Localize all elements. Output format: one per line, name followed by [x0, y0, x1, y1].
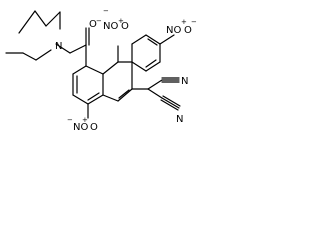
nitro-right-o2-label: O — [184, 25, 192, 36]
nitro-right-bond — [159, 34, 175, 45]
amide-oxygen-label: O — [89, 19, 97, 30]
nitro-bottom-o2-label: O — [90, 122, 98, 133]
butyl-chain-upper — [18, 10, 61, 34]
amide-oxygen-charge: − — [96, 17, 102, 25]
nitro-top-o2-label: O — [121, 21, 129, 32]
nitro-top-charge-o: − — [103, 7, 109, 15]
nitro-right-charge-o: − — [191, 18, 197, 26]
amide-nitrogen-label: N — [55, 41, 62, 52]
nitro-right-charge-n: + — [181, 18, 187, 26]
nitro-bottom-charge-o: − — [67, 116, 73, 124]
nitro-bottom-label: NO — [73, 122, 88, 133]
nitro-bottom-charge-n: + — [82, 116, 88, 124]
aromatic-ring-left — [72, 44, 104, 105]
dicyanomethylene-group — [131, 77, 181, 111]
chemical-structure-diagram: N O − NO O − + NO O − + NO O − + N N — [5, 7, 197, 133]
aromatic-ring-right — [131, 34, 161, 72]
cyano-top-nitrogen-label: N — [181, 76, 188, 87]
nitro-right-label: NO — [166, 25, 181, 36]
amide-group — [55, 27, 90, 54]
cyano-bottom-nitrogen-label: N — [176, 114, 183, 125]
five-member-ring — [102, 61, 133, 102]
nitro-top-charge-n: + — [118, 17, 124, 25]
nitro-top-label: NO — [103, 21, 118, 32]
butyl-chain-lower — [5, 49, 52, 61]
